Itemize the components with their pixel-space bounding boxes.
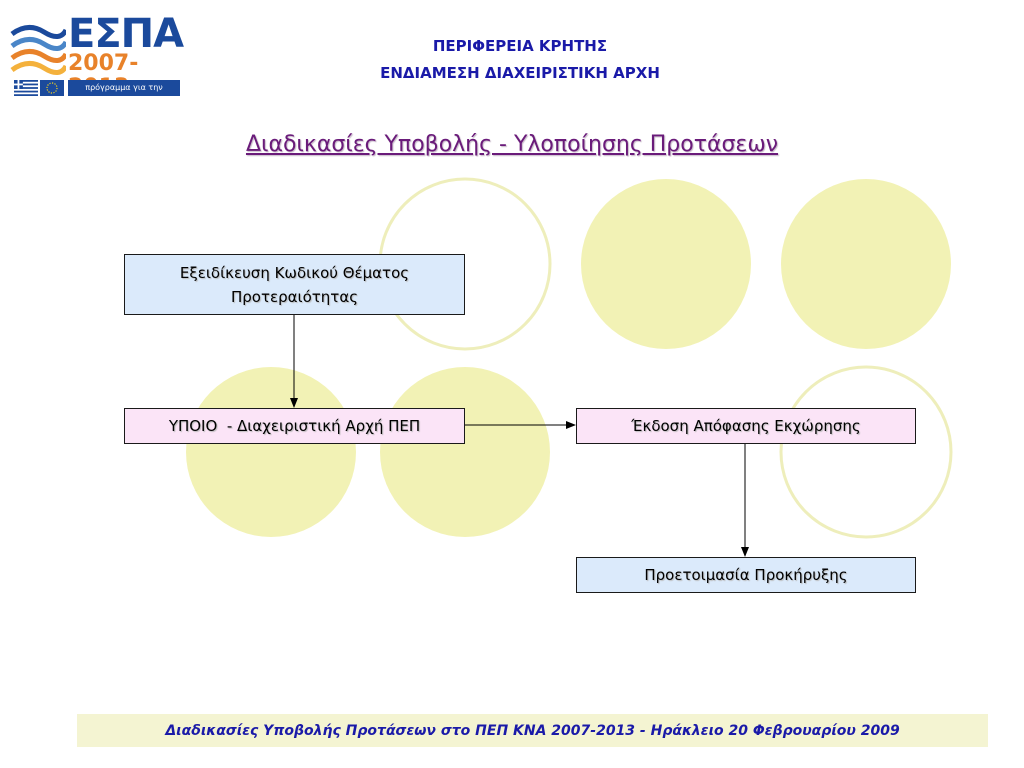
decorative-circle [380, 367, 550, 537]
header-region: ΠΕΡΙΦΕΡΕΙΑ ΚΡΗΤΗΣ [432, 37, 608, 55]
decorative-circle [186, 367, 356, 537]
footer-text: Διαδικασίες Υποβολής Προτάσεων στο ΠΕΠ Κ… [165, 722, 900, 739]
decorative-circle [581, 179, 751, 349]
page-title: Διαδικασίες Υποβολής - Υλοποίησης Προτάσ… [245, 132, 779, 157]
flow-step-3: Έκδοση Απόφασης Εκχώρησης [576, 408, 916, 444]
footer-bar: Διαδικασίες Υποβολής Προτάσεων στο ΠΕΠ Κ… [77, 714, 988, 747]
logo-brand: ΕΣΠΑ [68, 11, 184, 57]
decorative-circle-outline [779, 365, 953, 539]
flow-step-1-line2: Προτεραιότητας [230, 287, 359, 306]
greek-flag-icon [14, 80, 38, 96]
header-authority: ΕΝΔΙΑΜΕΣΗ ΔΙΑΧΕΙΡΙΣΤΙΚΗ ΑΡΧΗ [380, 64, 660, 82]
logo-slogan: πρόγραμμα για την ανάπτυξη [68, 80, 180, 108]
decorative-circle [781, 179, 951, 349]
flow-step-4: Προετοιμασία Προκήρυξης [576, 557, 916, 593]
flow-step-1: Εξειδίκευση Κωδικού Θέματος Προτεραιότητ… [124, 254, 465, 315]
eu-flag-icon [40, 80, 64, 96]
flow-step-2: ΥΠΟΙΟ - Διαχειριστική Αρχή ΠΕΠ [124, 408, 465, 444]
espa-logo: ΕΣΠΑ 2007-2013 πρόγραμμα για την ανάπτυξ… [10, 11, 184, 108]
logo-waves-icon [10, 25, 66, 75]
flow-step-1-line1: Εξειδίκευση Κωδικού Θέματος [179, 263, 410, 282]
